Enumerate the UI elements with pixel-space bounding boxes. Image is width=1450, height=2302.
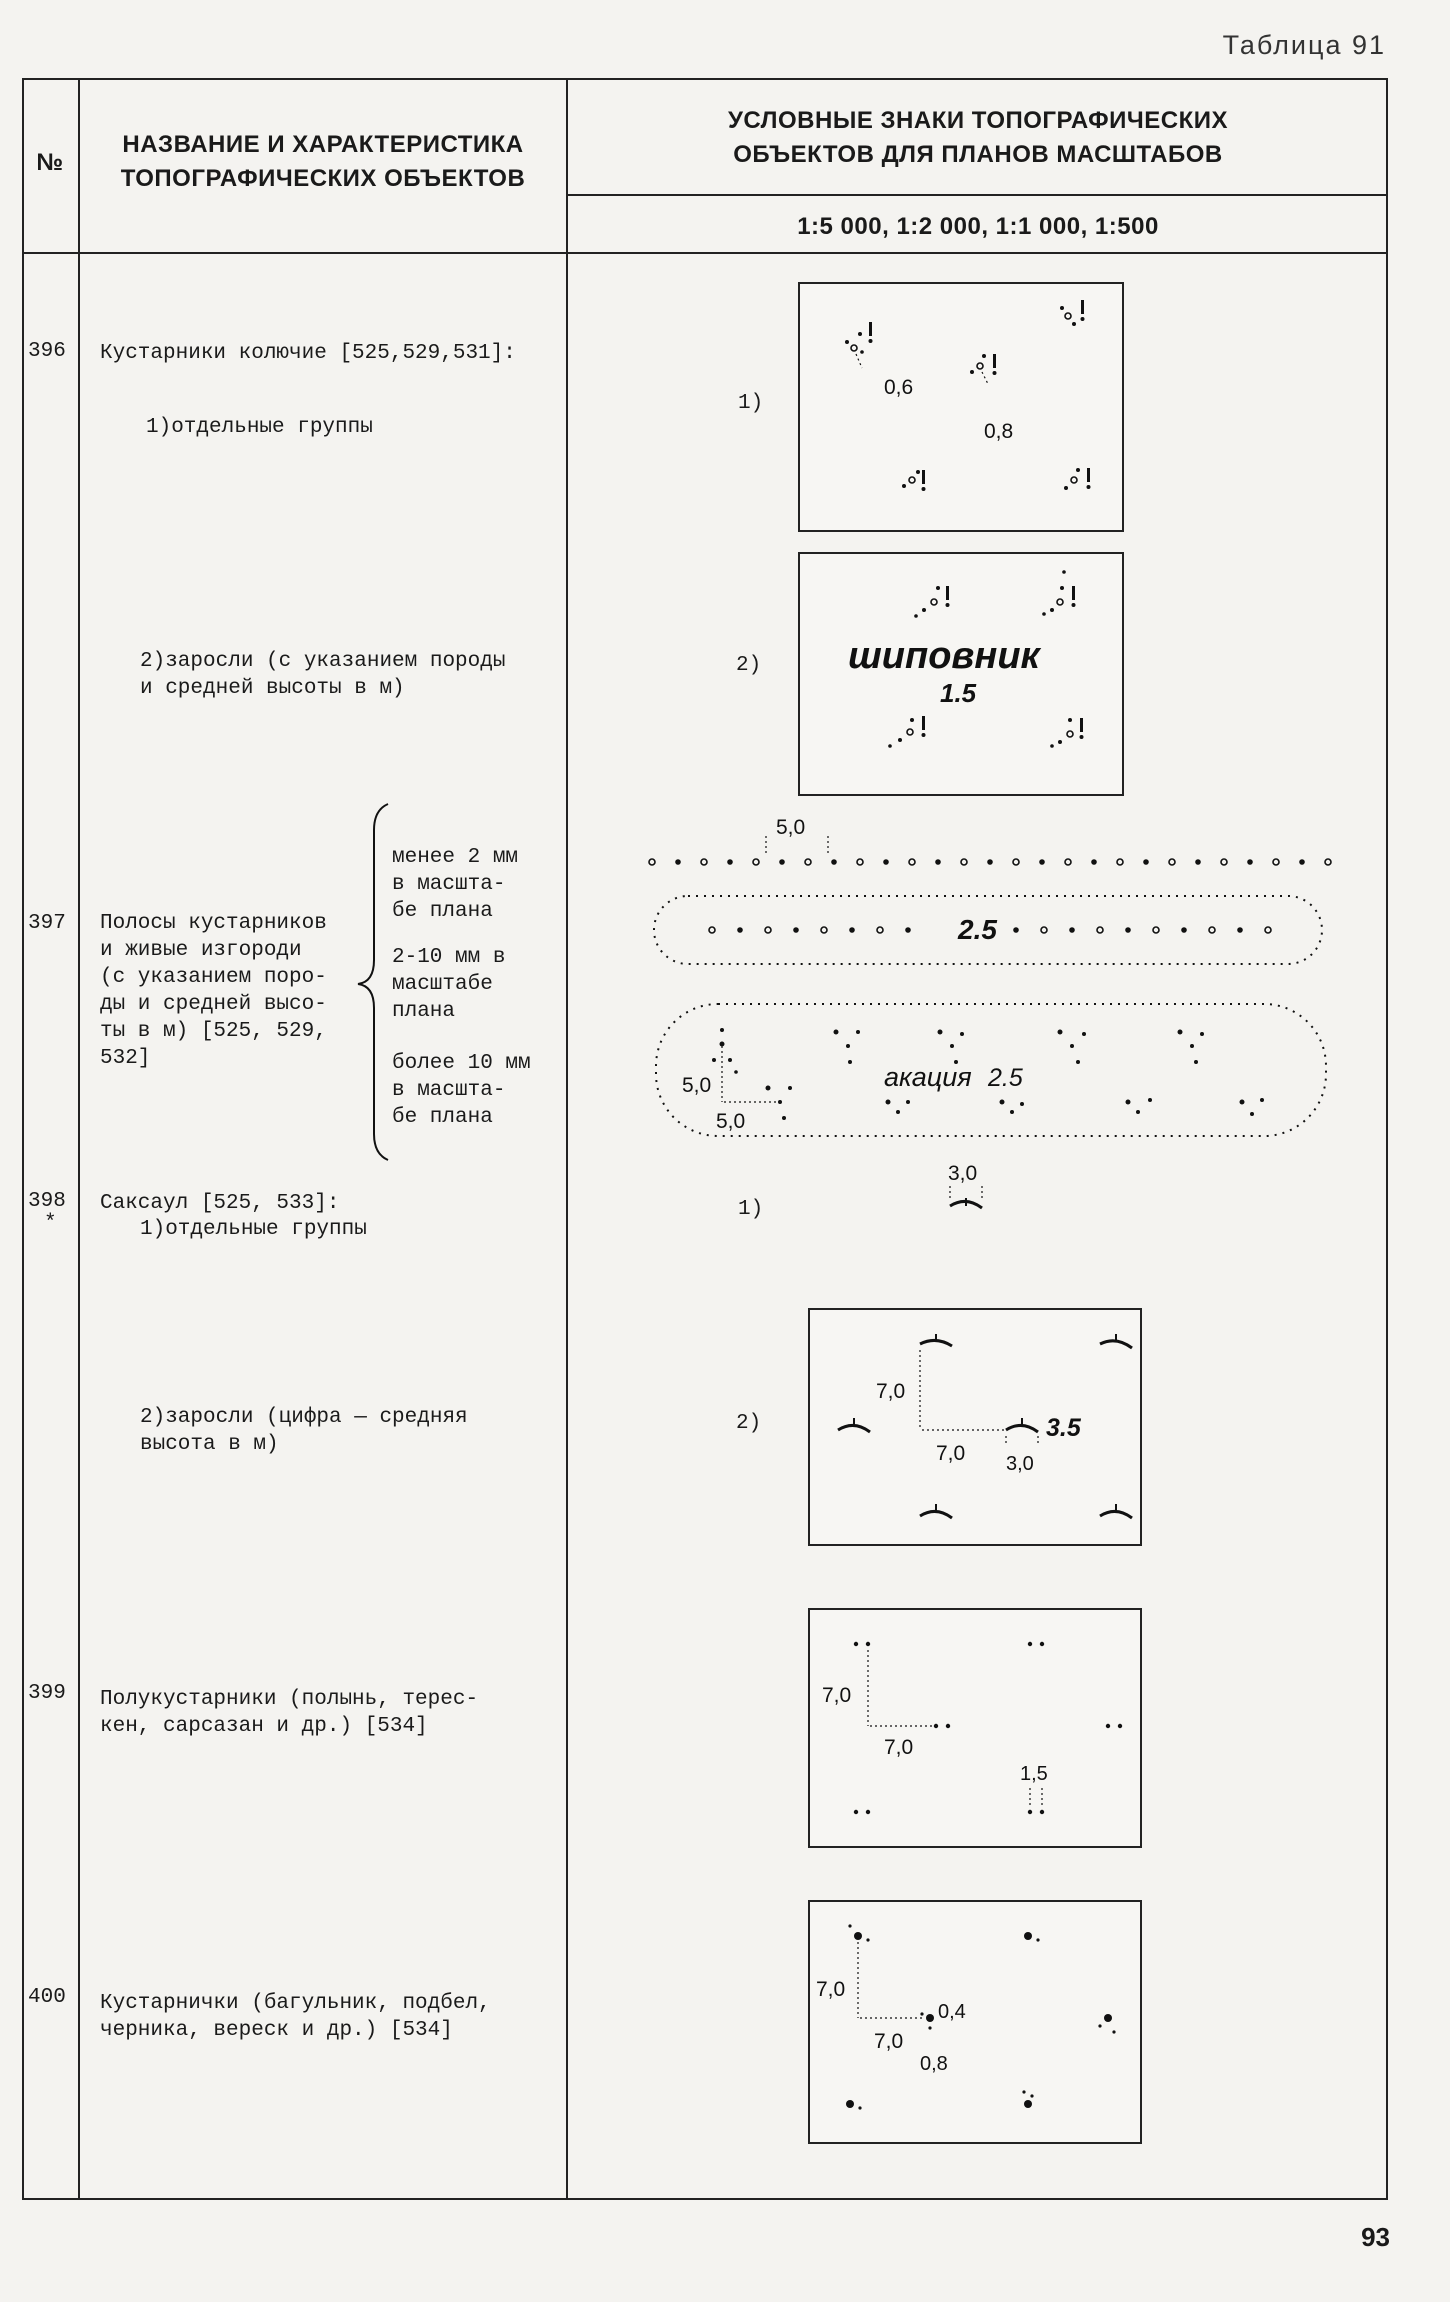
row-396-mark1: 1) xyxy=(738,392,764,415)
dim-0-8: 0,8 xyxy=(920,2053,948,2075)
brace-icon xyxy=(357,803,389,1161)
row-398-number: 398 xyxy=(28,1190,66,1213)
dim-7-0-vertical: 7,0 xyxy=(816,1978,845,2001)
dim-7-0-vertical: 7,0 xyxy=(876,1380,905,1403)
dim-5-0-bottom: 5,0 xyxy=(716,1110,745,1133)
thorny-shrub-groups-symbol: 0,6 0,8 xyxy=(845,300,1091,491)
dim-3-0-single: 3,0 xyxy=(948,1162,977,1185)
row-396-sub2: 2)заросли (с указанием породы и средней … xyxy=(140,650,506,700)
species-label-shipovnik: шиповник xyxy=(848,635,1042,677)
header-scales: 1:5 000, 1:2 000, 1:1 000, 1:500 xyxy=(797,213,1159,240)
header-signs: УСЛОВНЫЕ ЗНАКИ ТОПОГРАФИЧЕСКИХ ОБЪЕКТОВ … xyxy=(568,104,1388,172)
row-400-number: 400 xyxy=(28,1986,66,2009)
column-divider-num xyxy=(78,78,80,2200)
header-name: НАЗВАНИЕ И ХАРАКТЕРИСТИКА ТОПОГРАФИЧЕСКИ… xyxy=(80,128,566,196)
height-3-5: 3.5 xyxy=(1046,1414,1082,1442)
dim-7-0-horizontal: 7,0 xyxy=(936,1442,965,1465)
row-396-title: Кустарники колючие [525,529,531]: xyxy=(100,342,516,365)
height-1-5: 1.5 xyxy=(940,678,977,708)
row-398-star: * xyxy=(44,1212,57,1235)
dim-5-0-top: 5,0 xyxy=(776,816,805,839)
height-2-5-mid: 2.5 xyxy=(957,914,997,945)
header-name-line1: НАЗВАНИЕ И ХАРАКТЕРИСТИКА xyxy=(122,131,524,158)
shrub-strips-symbols: 5,0 2.5 5,0 5,0 акация 2.5 xyxy=(648,816,1332,1137)
header-signs-line1: УСЛОВНЫЕ ЗНАКИ ТОПОГРАФИЧЕСКИХ xyxy=(727,107,1228,134)
table-title: Таблица 91 xyxy=(1222,30,1386,60)
row-397-option-lt2mm: менее 2 мм в масшта- бе плана xyxy=(392,846,519,923)
header-signs-line2: ОБЪЕКТОВ ДЛЯ ПЛАНОВ МАСШТАБОВ xyxy=(733,141,1223,168)
dim-7-0-horizontal: 7,0 xyxy=(874,2030,903,2053)
header-name-line2: ТОПОГРАФИЧЕСКИХ ОБЪЕКТОВ xyxy=(120,165,526,192)
table-frame xyxy=(22,78,1388,2200)
symbol-400-box: 7,0 7,0 0,4 0,8 xyxy=(808,1900,1142,2144)
dim-0-8: 0,8 xyxy=(984,420,1013,443)
row-396-sub1: 1)отдельные группы xyxy=(146,416,373,439)
dim-0-4: 0,4 xyxy=(938,2001,966,2023)
subshrub-symbol: 7,0 7,0 1,5 xyxy=(822,1641,1123,1815)
thorny-shrub-thicket-symbol: шиповник 1.5 xyxy=(848,570,1084,748)
row-398-title: Саксаул [525, 533]: xyxy=(100,1192,340,1215)
symbol-398-2-box: 7,0 7,0 3,0 3.5 xyxy=(808,1308,1142,1546)
column-divider-name xyxy=(566,78,568,2200)
dim-1-5: 1,5 xyxy=(1020,1763,1048,1785)
header-num: № xyxy=(36,149,64,176)
row-397-number: 397 xyxy=(28,912,66,935)
row-398-mark1: 1) xyxy=(738,1198,764,1221)
dim-7-0-horizontal: 7,0 xyxy=(884,1736,913,1759)
saxaul-single-symbol: 3,0 xyxy=(948,1162,983,1210)
symbol-396-1-box: 0,6 0,8 xyxy=(798,282,1124,532)
dim-5-0-left: 5,0 xyxy=(682,1074,711,1097)
row-399-number: 399 xyxy=(28,1682,66,1705)
dim-7-0-vertical: 7,0 xyxy=(822,1684,851,1707)
header-bottom-rule xyxy=(22,252,1388,254)
row-397-option-2-10mm: 2-10 мм в масштабе плана xyxy=(392,946,506,1023)
row-396-mark2: 2) xyxy=(736,654,762,677)
row-398-mark2: 2) xyxy=(736,1412,762,1435)
row-399-title: Полукустарники (полынь, терес- кен, сарс… xyxy=(100,1688,479,1738)
dim-3-0-small: 3,0 xyxy=(1006,1453,1034,1475)
species-label-akatsiya: акация xyxy=(884,1062,972,1092)
page-number: 93 xyxy=(1361,2222,1390,2252)
row-400-title: Кустарнички (багульник, подбел, черника,… xyxy=(100,1992,491,2042)
row-398-sub2: 2)заросли (цифра — средняя высота в м) xyxy=(140,1406,468,1456)
row-396-number: 396 xyxy=(28,340,66,363)
symbol-399-box: 7,0 7,0 1,5 xyxy=(808,1608,1142,1848)
height-2-5-big: 2.5 xyxy=(987,1064,1023,1092)
dwarf-shrub-symbol: 7,0 7,0 0,4 0,8 xyxy=(816,1924,1116,2110)
saxaul-thicket-symbol: 7,0 7,0 3,0 3.5 xyxy=(837,1334,1133,1520)
header-scale-divider xyxy=(566,194,1388,196)
row-397-option-gt10mm: более 10 мм в масшта- бе плана xyxy=(392,1052,531,1129)
row-397-title: Полосы кустарников и живые изгороди (с у… xyxy=(100,912,327,1070)
dim-0-6: 0,6 xyxy=(884,376,913,399)
row-398-sub1: 1)отдельные группы xyxy=(140,1218,367,1241)
symbol-396-2-box: шиповник 1.5 xyxy=(798,552,1124,796)
